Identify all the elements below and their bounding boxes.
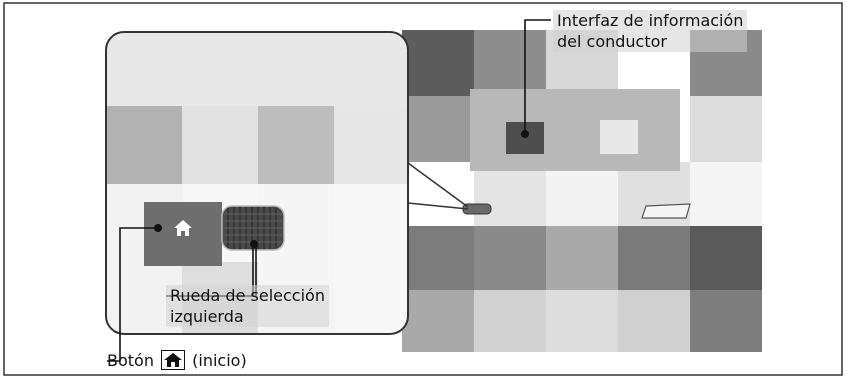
zoom-inset — [105, 31, 409, 335]
instrument-panel — [470, 89, 680, 171]
home-button-label-suffix: (inicio) — [192, 351, 247, 370]
home-button-label-prefix: Botón — [107, 351, 154, 370]
selector-wheel-label-line2: izquierda — [170, 307, 244, 326]
gauge-area — [600, 120, 638, 154]
driver-interface-label: Interfaz de información del conductor — [553, 10, 748, 52]
home-icon — [161, 350, 186, 370]
selector-wheel-label-line1: Rueda de selección — [170, 286, 325, 305]
home-button-label: Botón (inicio) — [107, 350, 247, 371]
selector-wheel-label: Rueda de selección izquierda — [166, 285, 329, 327]
home-icon — [174, 220, 192, 236]
leader-dots — [154, 130, 529, 248]
driver-interface-label-line1: Interfaz de información — [557, 11, 744, 30]
zoom-inset-frame — [105, 31, 409, 335]
zoom-connector-bottom — [407, 202, 469, 210]
right-switch-photo — [641, 203, 691, 219]
driver-interface-label-line2: del conductor — [557, 32, 667, 51]
dashboard-photo — [402, 30, 762, 352]
home-button — [144, 202, 222, 266]
zoom-connector-top — [407, 162, 469, 208]
